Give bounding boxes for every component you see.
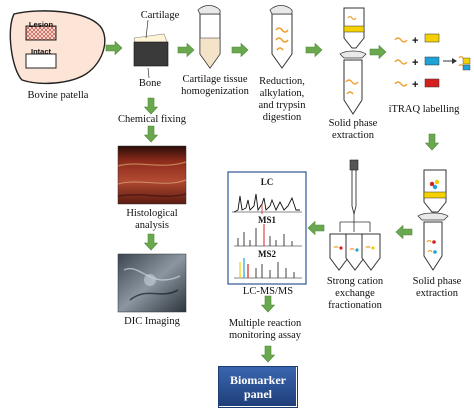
arrow-5 bbox=[369, 45, 387, 59]
spectrum-panel bbox=[227, 171, 307, 285]
intact-box bbox=[25, 53, 57, 69]
tissue-block bbox=[133, 19, 169, 79]
biomarker-box-bg bbox=[218, 366, 296, 406]
pipette-icon bbox=[339, 159, 371, 232]
chemical-fixing-label: Chemical fixing bbox=[118, 114, 186, 125]
svg-text:+: + bbox=[412, 79, 418, 91]
spe-cartridge-icon-2 bbox=[417, 169, 449, 271]
arrow-11 bbox=[144, 97, 158, 115]
lcmsms-label: LC-MS/MS bbox=[242, 286, 294, 297]
arrow-9 bbox=[261, 295, 275, 313]
test-tube-peptides bbox=[269, 5, 293, 69]
arrow-3 bbox=[231, 43, 249, 57]
ms2-label: MS2 bbox=[258, 249, 276, 259]
arrow-6 bbox=[425, 133, 439, 151]
biomarker-panel-box: Biomarker panel bbox=[218, 366, 298, 408]
spe-cartridge-icon bbox=[339, 7, 367, 115]
ms1-label: MS1 bbox=[258, 215, 276, 225]
arrow-1 bbox=[105, 41, 123, 55]
dic-image bbox=[117, 253, 187, 313]
test-tube-icon bbox=[197, 5, 221, 69]
arrow-10 bbox=[261, 345, 275, 363]
itraq-labelling: + + + bbox=[394, 33, 471, 91]
biomarker-line-2: panel bbox=[243, 387, 272, 401]
histology-image bbox=[117, 145, 187, 205]
cartilage-label: Cartilage bbox=[140, 10, 180, 21]
arrow-4 bbox=[305, 43, 323, 57]
arrow-12 bbox=[144, 125, 158, 143]
intact-label: Intact bbox=[30, 47, 51, 56]
svg-text:+: + bbox=[412, 35, 418, 47]
arrow-7 bbox=[395, 225, 413, 239]
bovine-patella bbox=[9, 10, 106, 85]
biomarker-line-1: Biomarker bbox=[230, 373, 286, 387]
itraq-label: iTRAQ labelling bbox=[388, 104, 460, 115]
arrow-8 bbox=[307, 221, 325, 235]
lesion-box bbox=[25, 25, 57, 41]
svg-text:+: + bbox=[412, 57, 418, 69]
arrow-13 bbox=[144, 233, 158, 251]
bone-label: Bone bbox=[138, 78, 162, 89]
bovine-patella-label: Bovine patella bbox=[27, 90, 89, 101]
lc-label: LC bbox=[260, 177, 274, 187]
fraction-tubes-icon bbox=[329, 233, 381, 271]
arrow-2 bbox=[177, 43, 195, 57]
lesion-label: Lesion bbox=[28, 20, 54, 29]
dic-label: DIC Imaging bbox=[124, 316, 180, 327]
